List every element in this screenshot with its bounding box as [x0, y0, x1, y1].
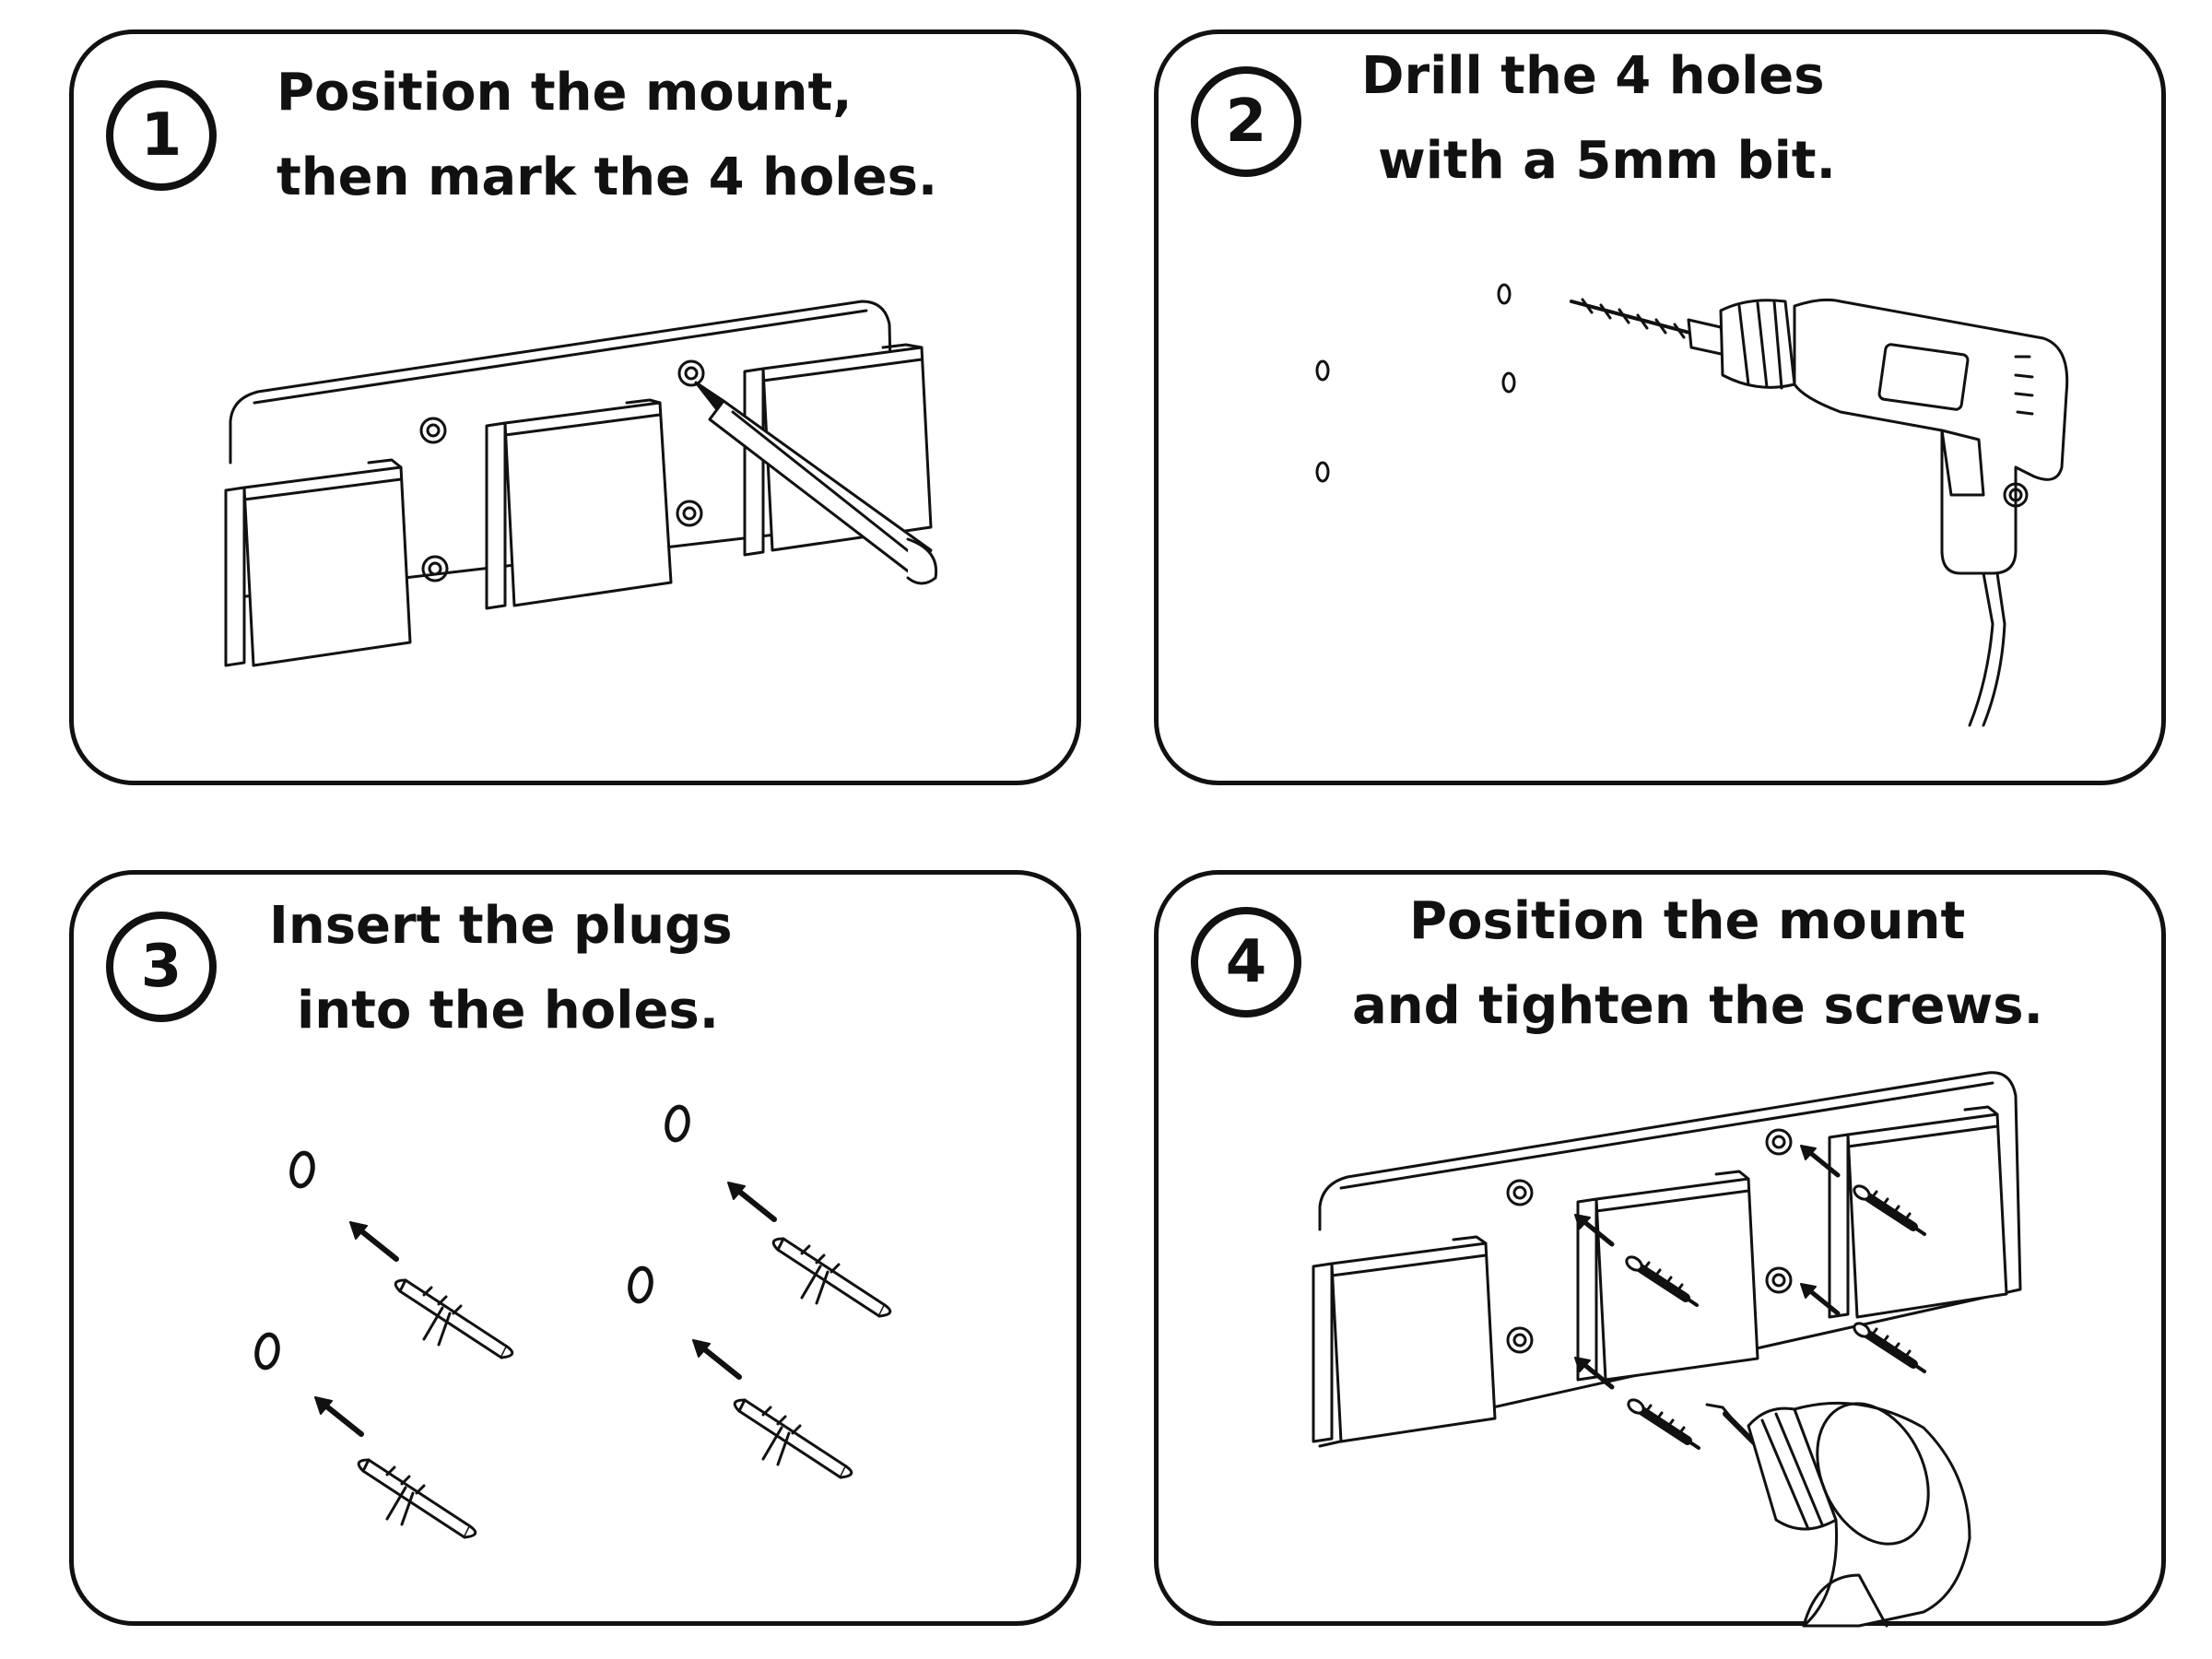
arrow-icon [693, 1340, 739, 1377]
drill-icon [1707, 1385, 1970, 1626]
step-title-line: then mark the 4 holes. [276, 147, 938, 207]
step-1-panel: 1 Position the mount, then mark the 4 ho… [69, 29, 1081, 785]
wall-plug-icon [771, 1237, 892, 1318]
screw-icon [1852, 1321, 1924, 1371]
arrow-icon [728, 1182, 774, 1219]
hole [628, 1266, 653, 1302]
wall-plug-icon [357, 1458, 477, 1539]
step-number-badge: 2 [1191, 66, 1301, 177]
step-title-line: with a 5mm bit. [1378, 131, 1836, 191]
step-3-panel: 3 Insert the plugs into the holes. [69, 870, 1081, 1626]
step-title: Position the mount, then mark the 4 hole… [276, 51, 937, 220]
pencil-icon [696, 382, 936, 583]
drill-icon [1571, 300, 2067, 725]
step-title-line: into the holes. [297, 981, 720, 1041]
mount-bracket-illustration [74, 34, 1086, 790]
step-4-panel: 4 Position the mount and tighten the scr… [1154, 870, 2166, 1626]
step-number-badge: 4 [1191, 907, 1301, 1018]
step-title: Position the mount and tighten the screw… [1352, 879, 2043, 1049]
arrow-icon [350, 1222, 396, 1259]
hole [665, 1105, 690, 1141]
hole [254, 1333, 280, 1369]
mount-screws-illustration [1159, 875, 2171, 1630]
step-number-badge: 3 [106, 912, 217, 1022]
wall-plugs-illustration [74, 875, 892, 1539]
step-number-badge: 1 [106, 80, 217, 191]
hole [289, 1151, 315, 1187]
marked-hole [1317, 463, 1328, 481]
marked-hole [1503, 373, 1514, 392]
wall-plug-icon [733, 1398, 853, 1479]
wall-plug-icon [394, 1278, 514, 1359]
screw-icon [1626, 1397, 1699, 1448]
step-title: Insert the plugs into the holes. [269, 884, 733, 1053]
drill-illustration [1159, 34, 2171, 790]
step-title-line: Drill the 4 holes [1361, 46, 1825, 106]
step-title-line: Position the mount [1409, 891, 1966, 951]
marked-hole [1317, 361, 1328, 380]
step-title-line: Position the mount, [276, 63, 853, 123]
step-2-panel: 2 Drill the 4 holes with a 5mm bit. [1154, 29, 2166, 785]
step-title-line: Insert the plugs [269, 896, 733, 956]
step-title: Drill the 4 holes with a 5mm bit. [1361, 34, 1836, 204]
step-title-line: and tighten the screws. [1352, 976, 2043, 1036]
arrow-icon [315, 1397, 361, 1434]
marked-hole [1499, 285, 1510, 303]
